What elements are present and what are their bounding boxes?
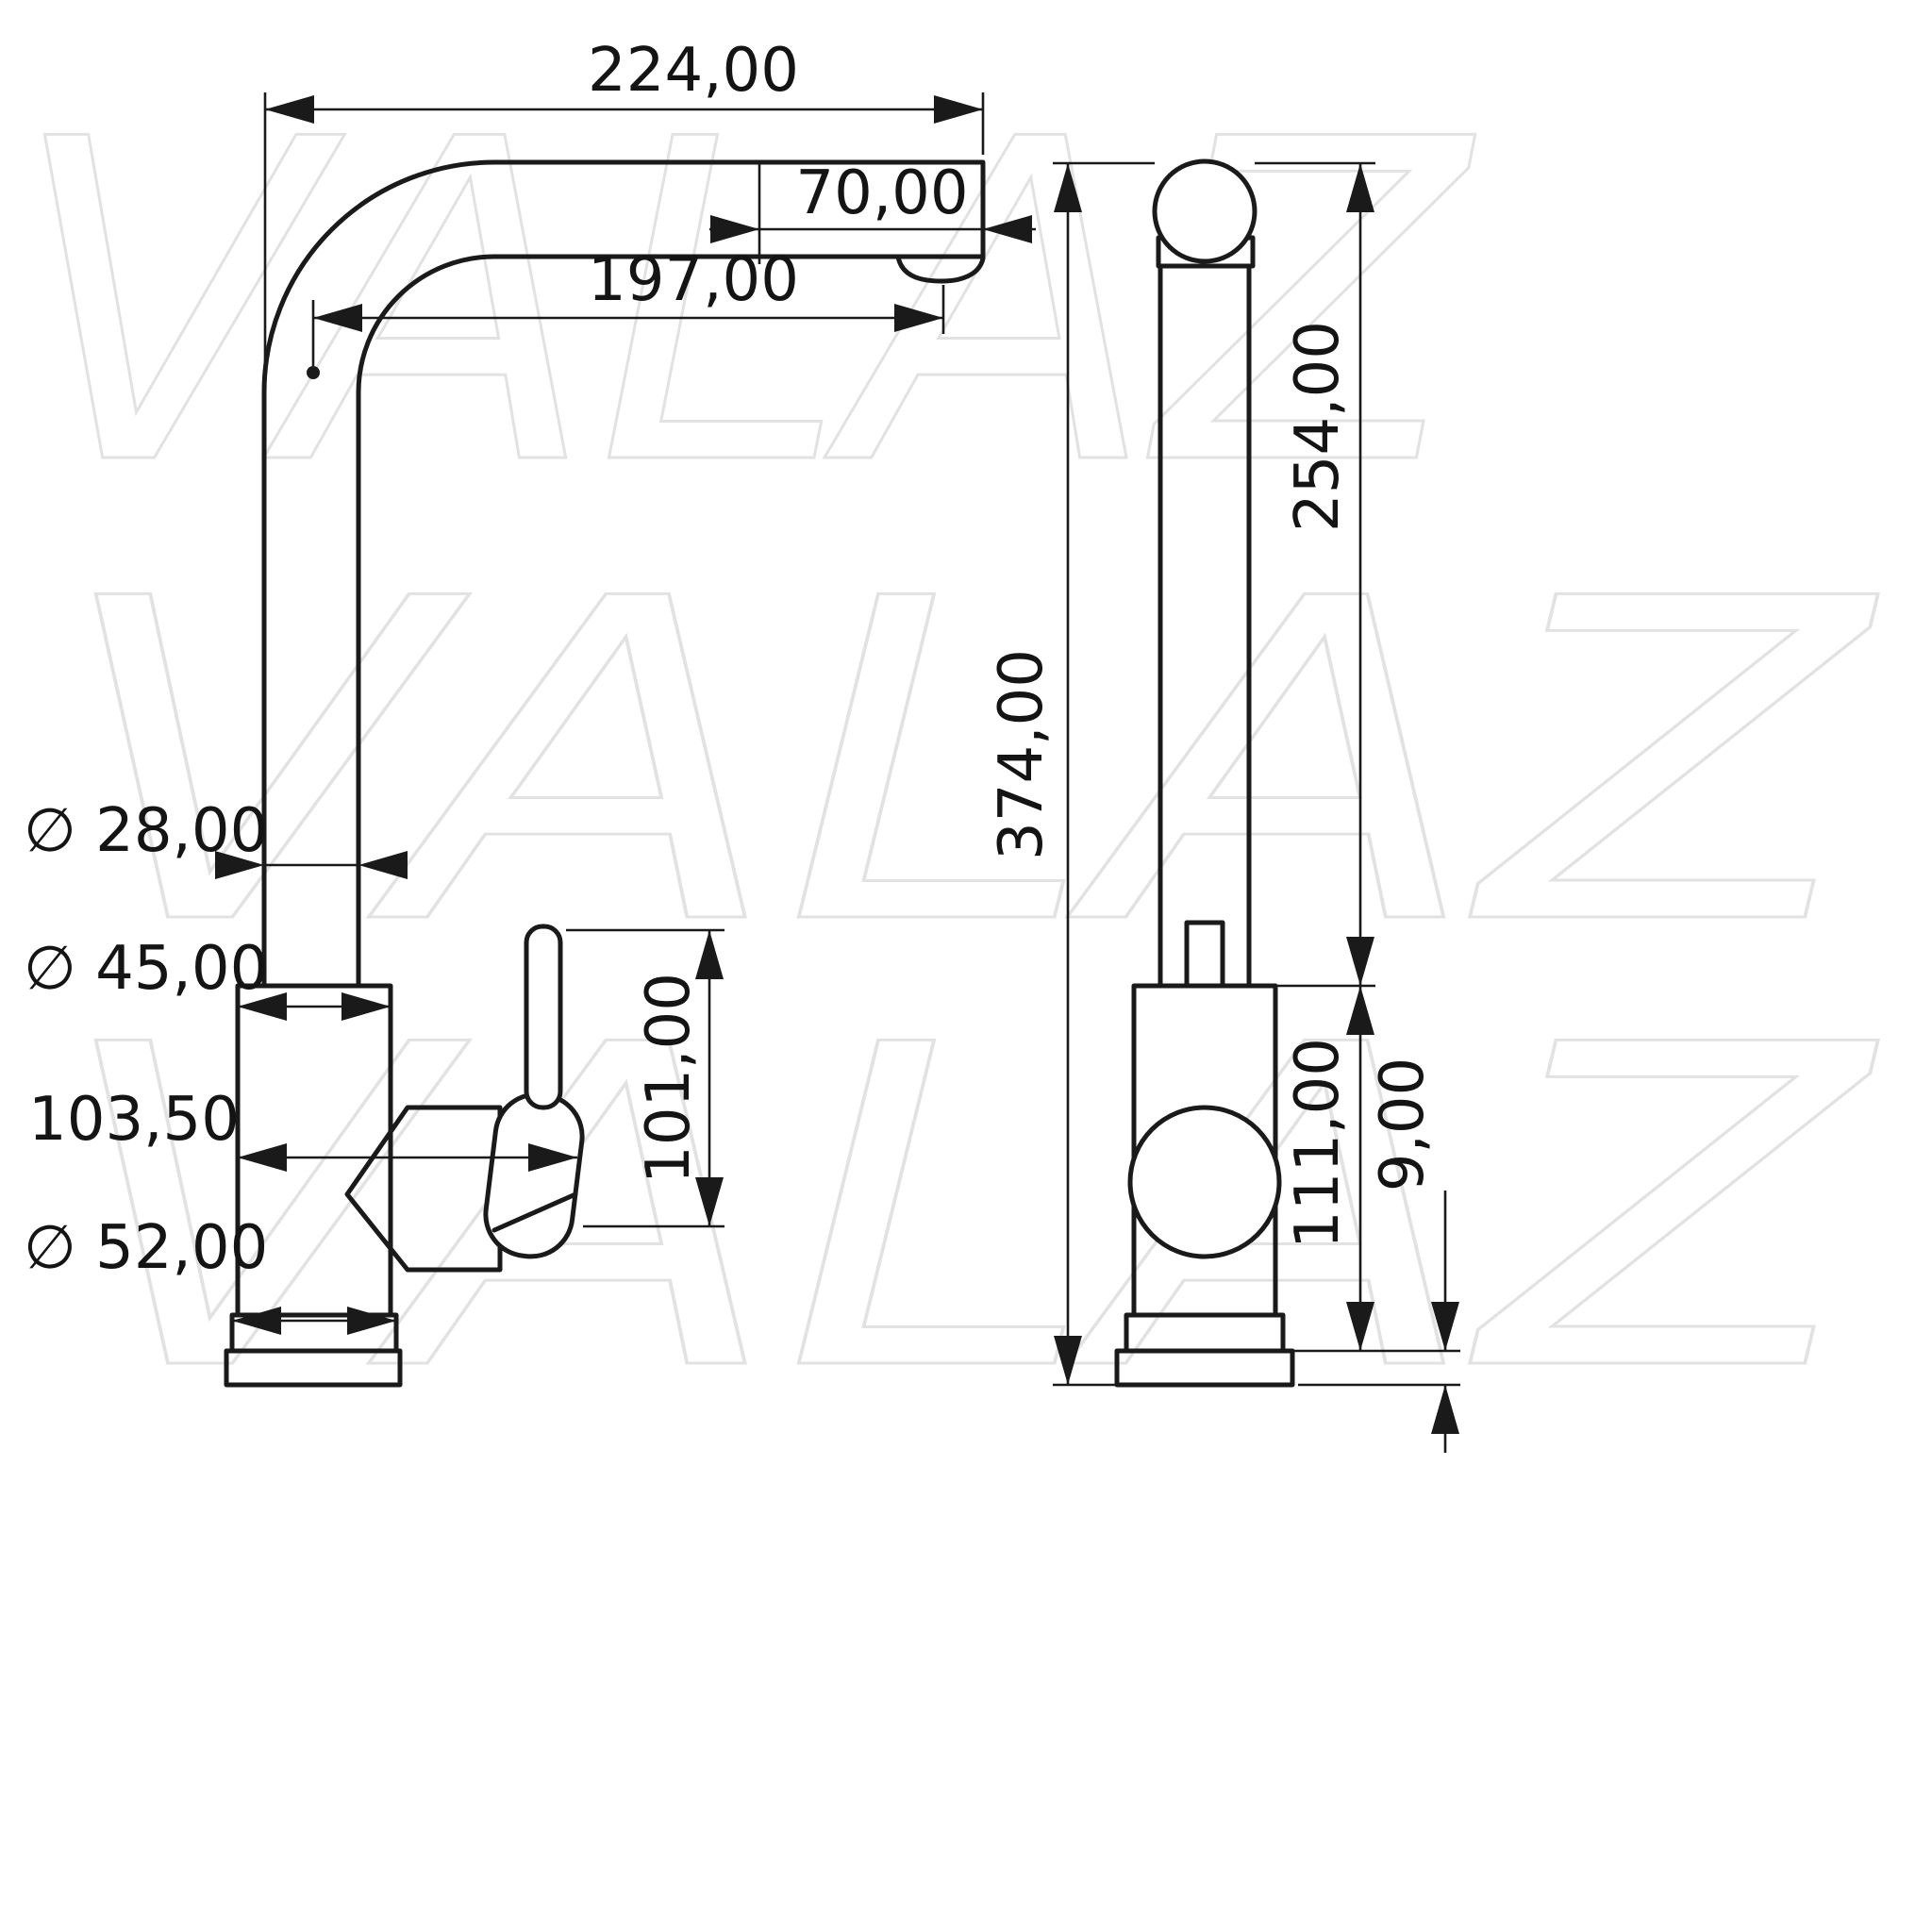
watermark-text: VALAZ bbox=[52, 506, 1878, 1022]
arrowhead bbox=[238, 992, 287, 1021]
spout-end-circle bbox=[1152, 158, 1257, 264]
arrowhead bbox=[894, 304, 943, 332]
arrowhead bbox=[265, 95, 314, 124]
body-side bbox=[235, 983, 393, 1318]
base-flare-front bbox=[1124, 1312, 1286, 1354]
dim-riser-diameter: ∅ 28,00 bbox=[24, 796, 408, 879]
arrowhead bbox=[528, 1143, 577, 1172]
aerator-tip bbox=[895, 254, 986, 284]
dim-label-riser-diameter: ∅ 28,00 bbox=[24, 796, 268, 866]
arrowhead bbox=[358, 851, 408, 879]
base-disc-side bbox=[224, 1348, 403, 1388]
arrowhead bbox=[1346, 163, 1374, 212]
dim-body-height: 111,00 bbox=[1283, 986, 1374, 1351]
arrowhead bbox=[238, 1143, 287, 1172]
spout-inner-line bbox=[356, 254, 986, 989]
dim-base-height: 9,00 bbox=[1292, 1058, 1460, 1453]
center-mark bbox=[307, 366, 320, 379]
dim-label-body-height: 111,00 bbox=[1283, 1038, 1353, 1249]
dim-label-lever-height: 101,00 bbox=[634, 973, 704, 1184]
dim-base-diameter: ∅ 52,00 bbox=[24, 1213, 396, 1335]
dim-spout-tip-offset: 70,00 bbox=[709, 158, 1036, 264]
arrowhead bbox=[1346, 986, 1374, 1035]
arrowhead bbox=[347, 1307, 396, 1335]
handle-knob bbox=[1127, 1105, 1282, 1259]
arrowhead bbox=[1346, 937, 1374, 986]
dim-body-diameter: ∅ 45,00 bbox=[24, 934, 391, 1021]
watermark: VALAZ VALAZ VALAZ bbox=[8, 45, 1880, 1470]
arrowhead bbox=[1054, 163, 1082, 212]
watermark-text: VALAZ bbox=[52, 952, 1878, 1468]
lever-stick-front bbox=[1184, 920, 1225, 989]
front-view bbox=[1114, 158, 1295, 1388]
body-front bbox=[1131, 983, 1278, 1318]
arrowhead bbox=[1431, 1385, 1459, 1434]
arrowhead bbox=[710, 215, 759, 243]
dim-handle-projection: 103,50 bbox=[28, 1085, 577, 1172]
dim-label-handle-projection: 103,50 bbox=[28, 1085, 240, 1155]
column-front bbox=[1158, 263, 1252, 989]
dim-label-spout-tip-offset: 70,00 bbox=[795, 158, 968, 228]
dim-label-upper-column-height: 254,00 bbox=[1283, 321, 1353, 532]
arrowhead bbox=[232, 1307, 281, 1335]
watermark-text: VALAZ bbox=[9, 46, 1475, 562]
dim-label-base-diameter: ∅ 52,00 bbox=[24, 1213, 268, 1283]
base-disc-front bbox=[1114, 1348, 1295, 1388]
arrowhead bbox=[341, 992, 391, 1021]
arrowhead bbox=[983, 215, 1032, 243]
arrowhead bbox=[934, 95, 983, 124]
dim-label-spout-length-to-center: 197,00 bbox=[588, 245, 799, 315]
dim-upper-column-height: 254,00 bbox=[1255, 161, 1375, 988]
arrowhead bbox=[1054, 1336, 1082, 1385]
arrowhead bbox=[1431, 1302, 1459, 1351]
dim-lever-height: 101,00 bbox=[566, 928, 724, 1228]
side-view bbox=[224, 159, 986, 1388]
dim-label-total-height: 374,00 bbox=[987, 649, 1057, 860]
arrowhead bbox=[695, 930, 724, 979]
arrowhead bbox=[695, 1177, 724, 1226]
lever-cut-line bbox=[491, 1191, 578, 1233]
lever-stick bbox=[524, 924, 563, 1110]
arrowhead bbox=[215, 851, 264, 879]
dim-label-body-diameter: ∅ 45,00 bbox=[24, 934, 268, 1004]
spout-outer-line bbox=[261, 159, 986, 989]
arrowhead bbox=[313, 304, 362, 332]
dim-total-height: 374,00 bbox=[987, 161, 1155, 1387]
dim-spout-length-total: 224,00 bbox=[263, 36, 985, 387]
dim-label-base-height: 9,00 bbox=[1368, 1058, 1438, 1192]
dim-spout-length-to-center: 197,00 bbox=[307, 245, 945, 379]
arrowhead bbox=[1346, 1302, 1374, 1351]
dim-label-spout-length-total: 224,00 bbox=[588, 36, 799, 106]
